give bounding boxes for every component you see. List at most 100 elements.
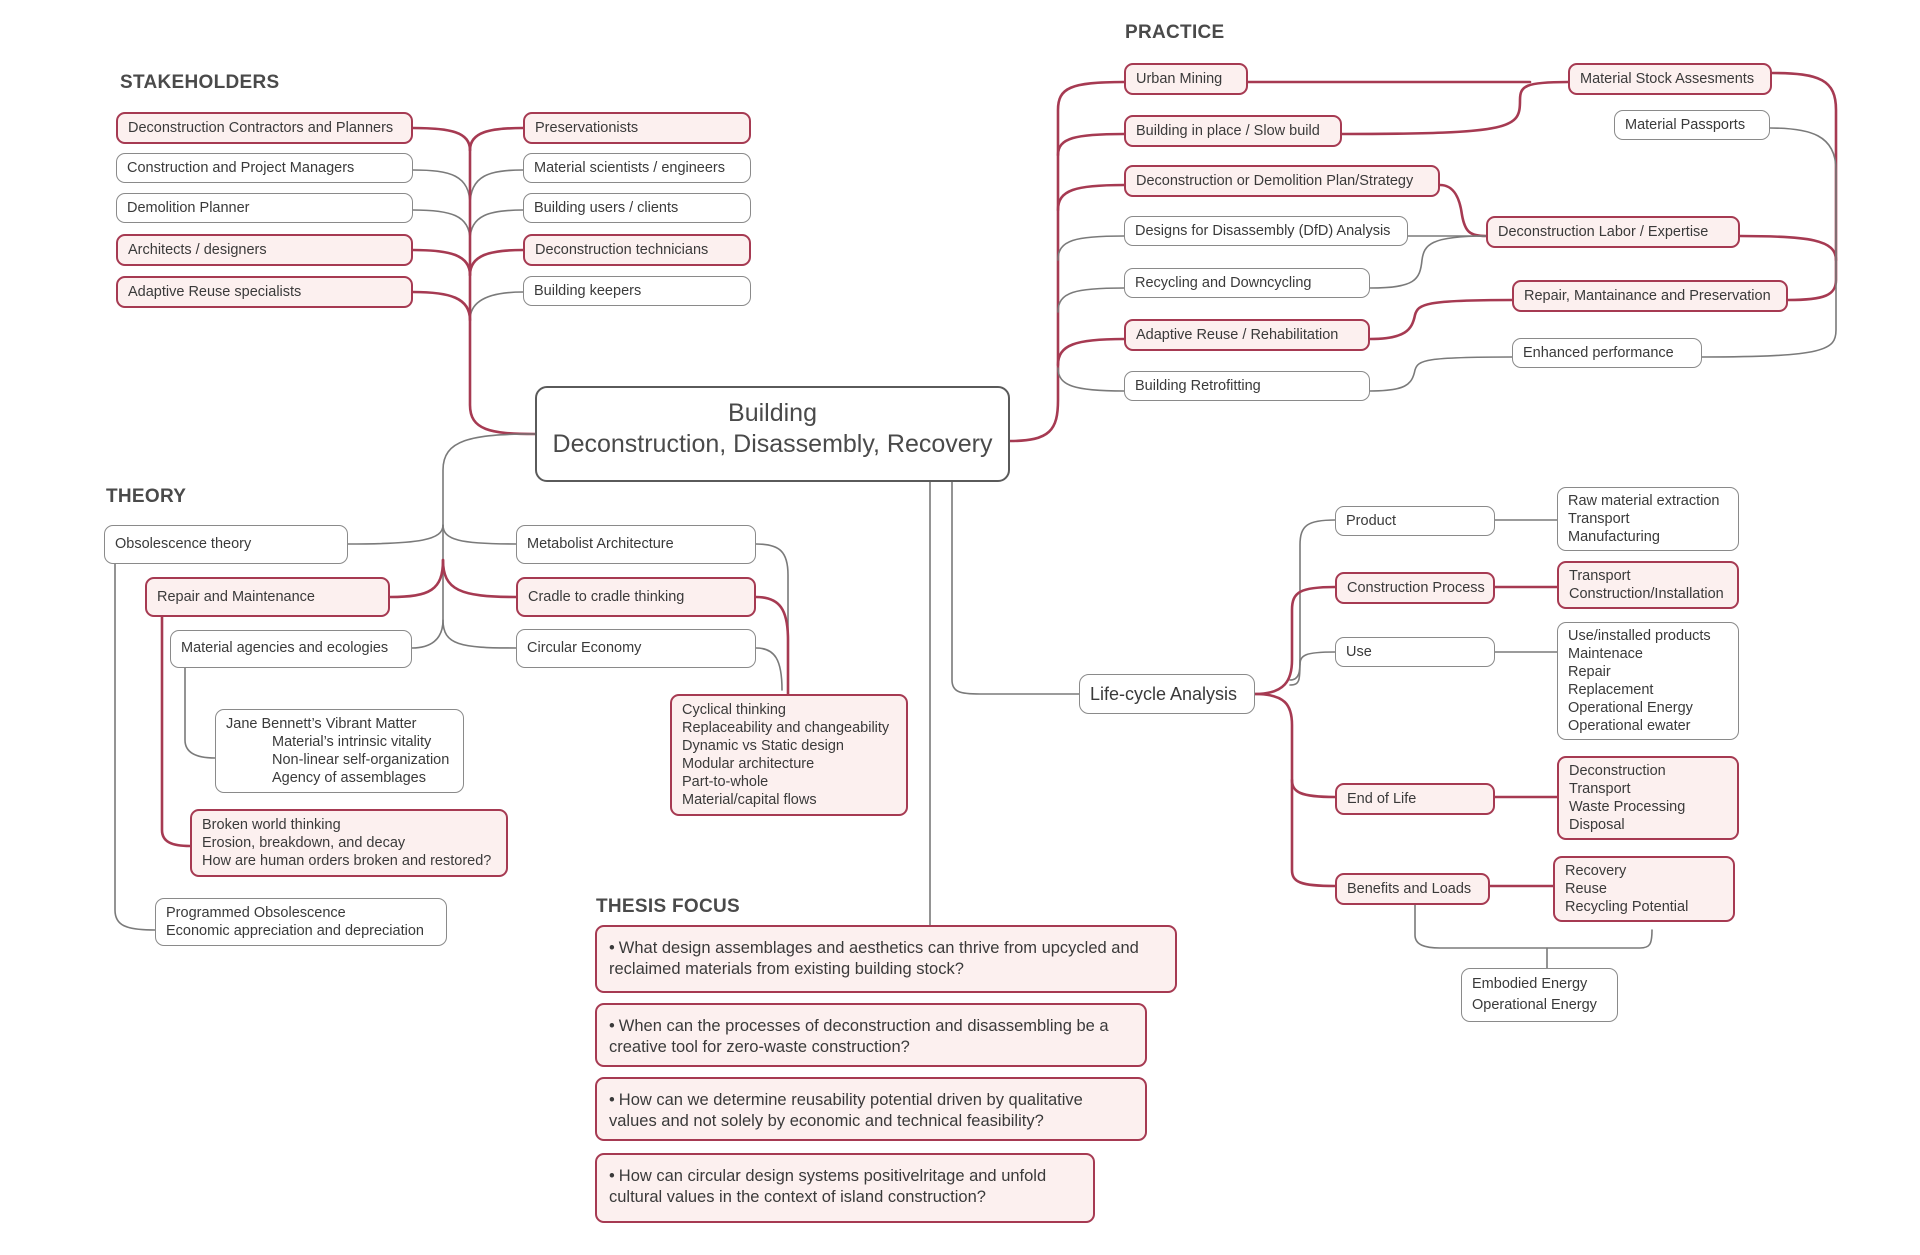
practice-building-in-place[interactable]: Building in place / Slow build (1124, 115, 1342, 147)
stakeholder-material-scientists[interactable]: Material scientists / engineers (523, 153, 751, 183)
practice-enhanced-performance[interactable]: Enhanced performance (1512, 338, 1702, 368)
theory-circular-economy[interactable]: Circular Economy (516, 629, 756, 668)
stakeholder-building-keepers[interactable]: Building keepers (523, 276, 751, 306)
detail-line: Use/installed products (1568, 628, 1711, 644)
link-architects (411, 248, 472, 277)
stakeholder-architects[interactable]: Architects / designers (116, 234, 413, 266)
detail-line: Manufacturing (1568, 529, 1660, 545)
thesis-question-3[interactable]: •How can we determine reusability potent… (595, 1077, 1147, 1141)
link-dfd (1057, 235, 1125, 261)
detail-line: Recovery (1565, 863, 1627, 879)
cyclical-line: Dynamic vs Static design (682, 738, 844, 754)
heading-thesis-focus: THESIS FOCUS (596, 896, 741, 917)
energy-line: Embodied Energy (1472, 976, 1588, 992)
question-line: •What design assemblages and aesthetics … (609, 939, 1139, 957)
lca-product-details[interactable]: Raw material extraction Transport Manufa… (1557, 487, 1739, 551)
detail-line: Operational ewater (1568, 718, 1691, 734)
cyclical-line: Modular architecture (682, 756, 815, 772)
theory-bennett-vibrant-matter[interactable]: Jane Bennett’s Vibrant Matter Material’s… (215, 709, 464, 793)
practice-recycling-downcycling[interactable]: Recycling and Downcycling (1124, 268, 1370, 298)
cyclical-line: Part-to-whole (682, 774, 769, 790)
thesis-question-4[interactable]: •How can circular design systems positiv… (595, 1153, 1095, 1223)
detail-line: Recycling Potential (1565, 899, 1689, 915)
link-building-in-place (1056, 132, 1126, 157)
stakeholder-building-users[interactable]: Building users / clients (523, 193, 751, 223)
energy-line: Operational Energy (1472, 997, 1597, 1013)
cyclical-line: Replaceability and changeability (682, 720, 890, 736)
practice-deconstruction-plan[interactable]: Deconstruction or Demolition Plan/Strate… (1124, 165, 1440, 197)
theory-material-agencies[interactable]: Material agencies and ecologies (170, 630, 412, 668)
stakeholder-construction-managers[interactable]: Construction and Project Managers (116, 153, 413, 183)
link-repair-broken (160, 615, 192, 848)
detail-line: Waste Processing (1569, 799, 1686, 815)
stakeholder-demolition-planner[interactable]: Demolition Planner (116, 193, 413, 223)
thesis-question-2[interactable]: •When can the processes of deconstructio… (595, 1003, 1147, 1067)
theory-repair-maintenance[interactable]: Repair and Maintenance (145, 577, 390, 617)
detail-line: Disposal (1569, 817, 1625, 833)
practice-material-passports[interactable]: Material Passports (1614, 110, 1770, 140)
detail-line: Transport (1568, 511, 1630, 527)
link-obsolescence (347, 524, 444, 545)
lca-energy[interactable]: Embodied Energy Operational Energy (1461, 968, 1618, 1022)
link-demolition-planner (412, 209, 471, 241)
link-slow-build-stock (1340, 80, 1570, 136)
lca-life-cycle-analysis[interactable]: Life-cycle Analysis (1079, 674, 1255, 714)
link-plan-labor (1438, 183, 1488, 238)
practice-building-retrofitting[interactable]: Building Retrofitting (1124, 371, 1370, 401)
link-lca-benefits (1290, 778, 1337, 888)
lca-stage-construction-process[interactable]: Construction Process (1335, 572, 1495, 604)
broken-line: Erosion, breakdown, and decay (202, 835, 406, 851)
lca-benefits-details[interactable]: Recovery Reuse Recycling Potential (1553, 856, 1735, 922)
lca-construction-details[interactable]: Transport Construction/Installation (1557, 561, 1739, 609)
theory-metabolist-architecture[interactable]: Metabolist Architecture (516, 525, 756, 564)
link-adaptive-repair (1368, 298, 1514, 341)
bennett-title: Jane Bennett’s Vibrant Matter (226, 716, 417, 732)
link-passports-enhanced (1701, 127, 1837, 358)
question-line: values and not solely by economic and te… (609, 1112, 1044, 1130)
question-line: creative tool for zero-waste constructio… (609, 1038, 910, 1056)
lca-use-details[interactable]: Use/installed products Maintenace Repair… (1557, 622, 1739, 740)
theory-obsolescence[interactable]: Obsolescence theory (104, 525, 348, 564)
stakeholder-deconstruction-contractors[interactable]: Deconstruction Contractors and Planners (116, 112, 413, 144)
practice-adaptive-reuse[interactable]: Adaptive Reuse / Rehabilitation (1124, 319, 1370, 351)
link-repair-maintenance (388, 558, 445, 599)
stakeholder-preservationists[interactable]: Preservationists (523, 112, 751, 144)
bennett-point: Agency of assemblages (272, 770, 426, 786)
lca-stage-benefits-loads[interactable]: Benefits and Loads (1335, 873, 1490, 905)
link-metabolist-cyclical (755, 543, 789, 701)
link-lca-endoflife (1253, 692, 1337, 799)
central-topic[interactable]: Building Deconstruction, Disassembly, Re… (535, 386, 1010, 482)
link-material-scientists (469, 169, 524, 206)
thesis-question-1[interactable]: •What design assemblages and aesthetics … (595, 925, 1177, 993)
detail-line: Deconstruction (1569, 763, 1666, 779)
practice-deconstruction-labor[interactable]: Deconstruction Labor / Expertise (1486, 216, 1740, 248)
practice-repair-maintenance-preservation[interactable]: Repair, Mantainance and Preservation (1512, 280, 1788, 312)
programmed-line: Programmed Obsolescence (166, 905, 346, 921)
theory-cyclical-thinking[interactable]: Cyclical thinking Replaceability and cha… (670, 694, 908, 816)
lca-stage-end-of-life[interactable]: End of Life (1335, 783, 1495, 815)
programmed-line: Economic appreciation and depreciation (166, 923, 424, 939)
lca-stage-product[interactable]: Product (1335, 506, 1495, 536)
link-obsolescence-programmed (114, 563, 156, 931)
stakeholder-adaptive-reuse-specialists[interactable]: Adaptive Reuse specialists (116, 276, 413, 308)
question-line: •When can the processes of deconstructio… (609, 1017, 1109, 1035)
broken-line: How are human orders broken and restored… (202, 853, 492, 869)
practice-dfd-analysis[interactable]: Designs for Disassembly (DfD) Analysis (1124, 216, 1408, 246)
lca-stage-use[interactable]: Use (1335, 637, 1495, 667)
link-construction-managers (412, 169, 471, 206)
practice-urban-mining[interactable]: Urban Mining (1124, 63, 1248, 95)
broken-line: Broken world thinking (202, 817, 341, 833)
lca-endoflife-details[interactable]: Deconstruction Transport Waste Processin… (1557, 756, 1739, 840)
stakeholder-deconstruction-technicians[interactable]: Deconstruction technicians (523, 234, 751, 266)
theory-broken-world-thinking[interactable]: Broken world thinking Erosion, breakdown… (190, 809, 508, 877)
practice-material-stock-assessments[interactable]: Material Stock Assesments (1568, 63, 1772, 95)
link-building-keepers (469, 291, 524, 321)
theory-programmed-obsolescence[interactable]: Programmed Obsolescence Economic appreci… (155, 898, 447, 946)
link-building-users (469, 209, 524, 241)
heading-stakeholders: STAKEHOLDERS (120, 72, 280, 93)
link-adaptive-reuse-specialists (411, 290, 472, 322)
detail-line: Reuse (1565, 881, 1607, 897)
theory-cradle-to-cradle[interactable]: Cradle to cradle thinking (516, 577, 756, 617)
question-line: reclaimed materials from existing buildi… (609, 960, 964, 978)
